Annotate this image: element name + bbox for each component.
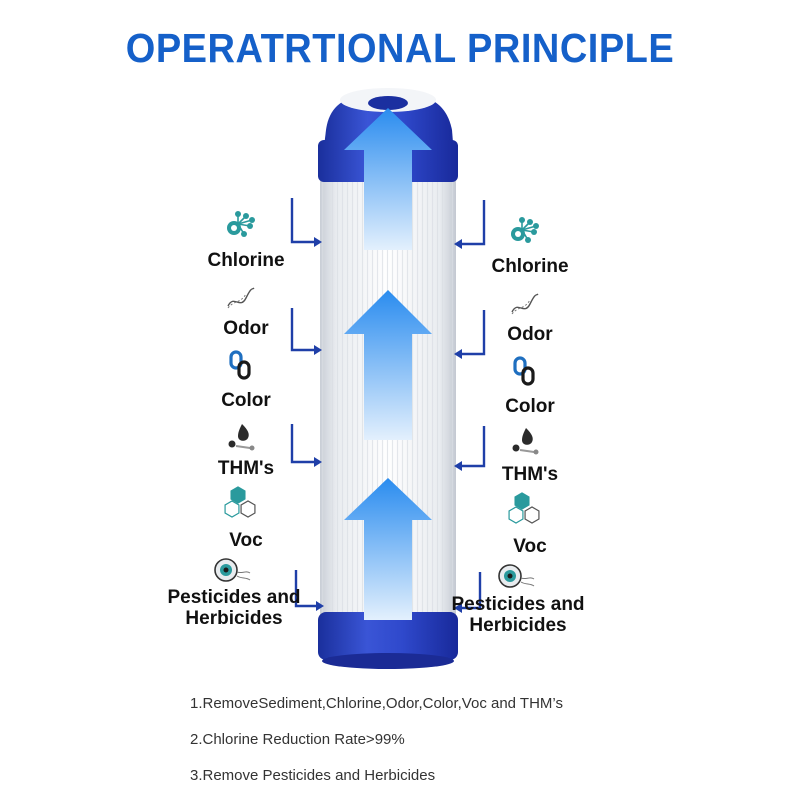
inflow-arrow (294, 570, 318, 608)
contaminant-label: Chlorine (207, 250, 284, 271)
feature-note: 3.Remove Pesticides and Herbicides (190, 767, 436, 784)
dna-strand-icon (511, 293, 539, 315)
contaminant-label: Color (505, 396, 555, 417)
inflow-arrowheads-left (314, 237, 324, 611)
flow-arrow-middle (344, 290, 432, 440)
feature-note: 1.RemoveSediment,Chlorine,Odor,Color,Voc… (190, 695, 563, 712)
molecule-icon (227, 211, 255, 237)
droplet-molecule-icon (512, 428, 539, 455)
contaminant-label: Odor (223, 318, 269, 339)
chain-link-icon (513, 356, 535, 386)
contaminant-label: THM's (218, 458, 274, 479)
inflow-arrow (460, 310, 486, 356)
bottom-cap (318, 612, 458, 669)
flow-arrow-bottom (344, 478, 432, 620)
molecule-icon (511, 217, 539, 243)
inflow-arrowheads-right (454, 239, 462, 613)
flow-arrows (344, 108, 432, 620)
contaminant-label: Color (221, 390, 271, 411)
inflow-arrow (460, 426, 486, 468)
filter-cartridge (318, 88, 458, 669)
inflow-arrow (290, 198, 316, 244)
inflow-arrows-right (460, 200, 486, 610)
feature-note: 2.Chlorine Reduction Rate>99% (190, 731, 405, 748)
microbe-icon (214, 558, 251, 582)
microbe-icon (498, 564, 535, 588)
inflow-arrow (290, 308, 316, 352)
contaminant-label: Voc (229, 530, 263, 551)
inflow-arrow (460, 200, 486, 246)
hexagon-cluster-icon (224, 486, 256, 518)
inflow-arrow (460, 572, 482, 610)
contaminant-label: Voc (513, 536, 547, 557)
contaminant-label: THM's (502, 464, 558, 485)
inflow-arrow (290, 424, 316, 464)
contaminant-label: Odor (507, 324, 553, 345)
feature-notes: 1.RemoveSediment,Chlorine,Odor,Color,Voc… (190, 686, 790, 794)
inflow-arrows-left (290, 198, 318, 608)
page-title: OPERATRTIONAL PRINCIPLE (125, 26, 675, 72)
flow-arrow-top (344, 108, 432, 250)
dna-strand-icon (227, 287, 255, 309)
droplet-molecule-icon (228, 424, 255, 451)
contaminant-label: Chlorine (491, 256, 568, 277)
hexagon-cluster-icon (508, 492, 540, 524)
chain-link-icon (229, 350, 251, 380)
